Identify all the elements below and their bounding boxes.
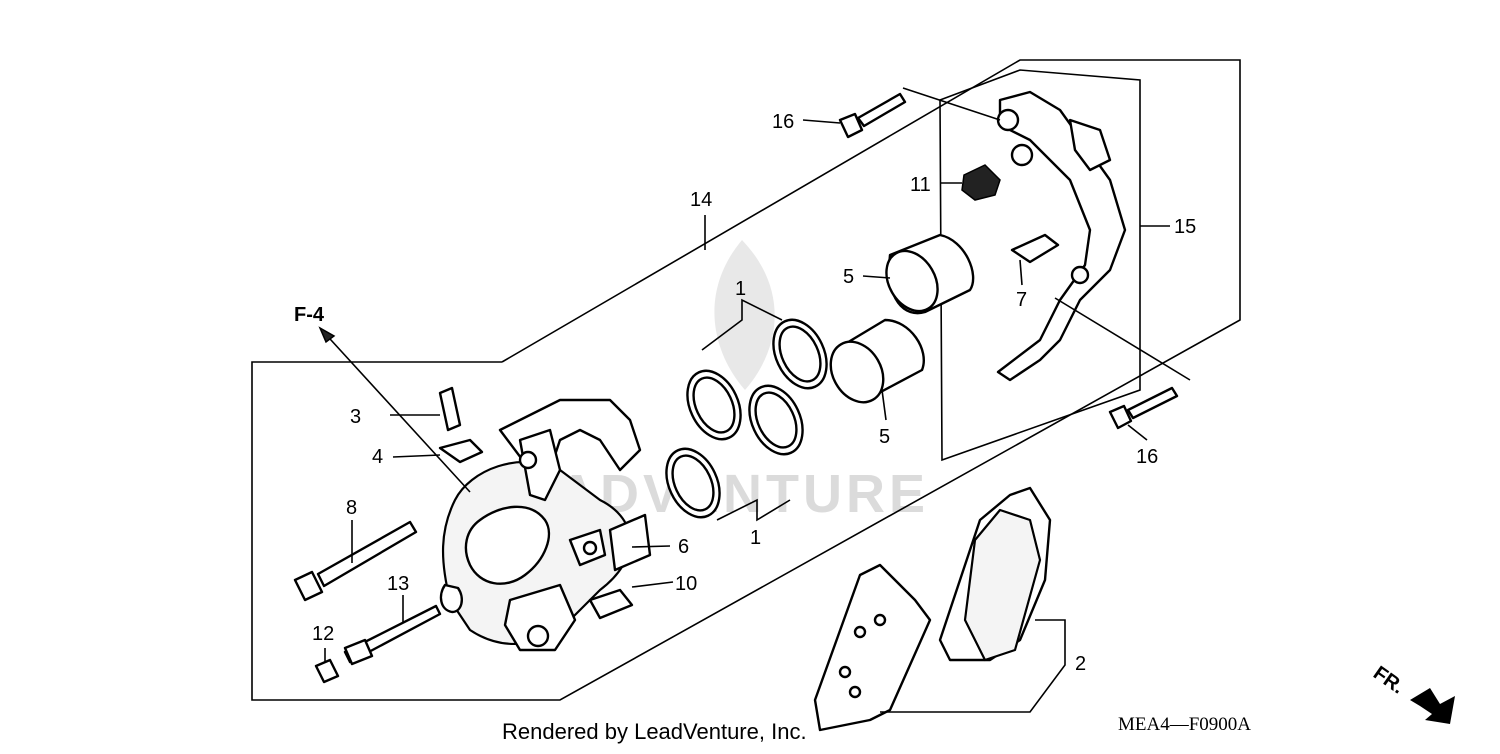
bleeder-cap-4 xyxy=(438,438,484,464)
callout-1-top: 1 xyxy=(735,278,746,300)
callout-7: 7 xyxy=(1016,289,1027,311)
front-indicator-label: FR. xyxy=(1369,662,1408,699)
callout-8: 8 xyxy=(346,497,357,519)
front-indicator: FR. xyxy=(1369,662,1455,724)
bolt-16-top xyxy=(838,92,907,139)
callout-4: 4 xyxy=(372,446,383,468)
caliper-body xyxy=(439,398,642,652)
callout-3: 3 xyxy=(350,406,361,428)
callout-13: 13 xyxy=(387,573,409,595)
bolt-16-bottom xyxy=(1108,386,1179,430)
reference-f4: F-4 xyxy=(294,304,325,326)
brake-pads xyxy=(813,486,1052,732)
callout-6: 6 xyxy=(678,536,689,558)
callout-14: 14 xyxy=(690,189,712,211)
callout-12: 12 xyxy=(312,623,334,645)
leader-lines xyxy=(318,87,1191,713)
callouts: 1 1 2 3 4 5 5 6 7 8 10 11 12 13 14 15 16… xyxy=(294,111,1196,675)
callout-16-top: 16 xyxy=(772,111,794,133)
bleeder-cap-11 xyxy=(961,164,1001,201)
render-credit: Rendered by LeadVenture, Inc. xyxy=(502,719,807,744)
pad-spring-6 xyxy=(608,513,652,572)
pistons xyxy=(829,233,975,404)
assembly-outline-14 xyxy=(251,59,1241,701)
callout-2: 2 xyxy=(1075,653,1086,675)
front-arrow-icon xyxy=(1410,688,1455,724)
bleeder-valve-3 xyxy=(438,386,462,432)
callout-10: 10 xyxy=(675,573,697,595)
callout-16-bottom: 16 xyxy=(1136,446,1158,468)
callout-5-top: 5 xyxy=(843,266,854,288)
watermark-flame-icon xyxy=(714,240,775,390)
plug-12 xyxy=(314,658,340,684)
pin-plug-10 xyxy=(588,588,634,620)
piston-seals xyxy=(665,318,828,519)
diagram-code: MEA4—F0900A xyxy=(1118,714,1251,735)
bracket-outline-15 xyxy=(939,69,1141,462)
callout-5-bottom: 5 xyxy=(879,426,890,448)
caliper-bracket xyxy=(996,90,1127,382)
callout-15: 15 xyxy=(1174,216,1196,238)
callout-11: 11 xyxy=(910,174,931,196)
pin-13 xyxy=(343,604,442,666)
pin-bolt-8 xyxy=(293,520,418,602)
callout-1-bottom: 1 xyxy=(750,527,761,549)
